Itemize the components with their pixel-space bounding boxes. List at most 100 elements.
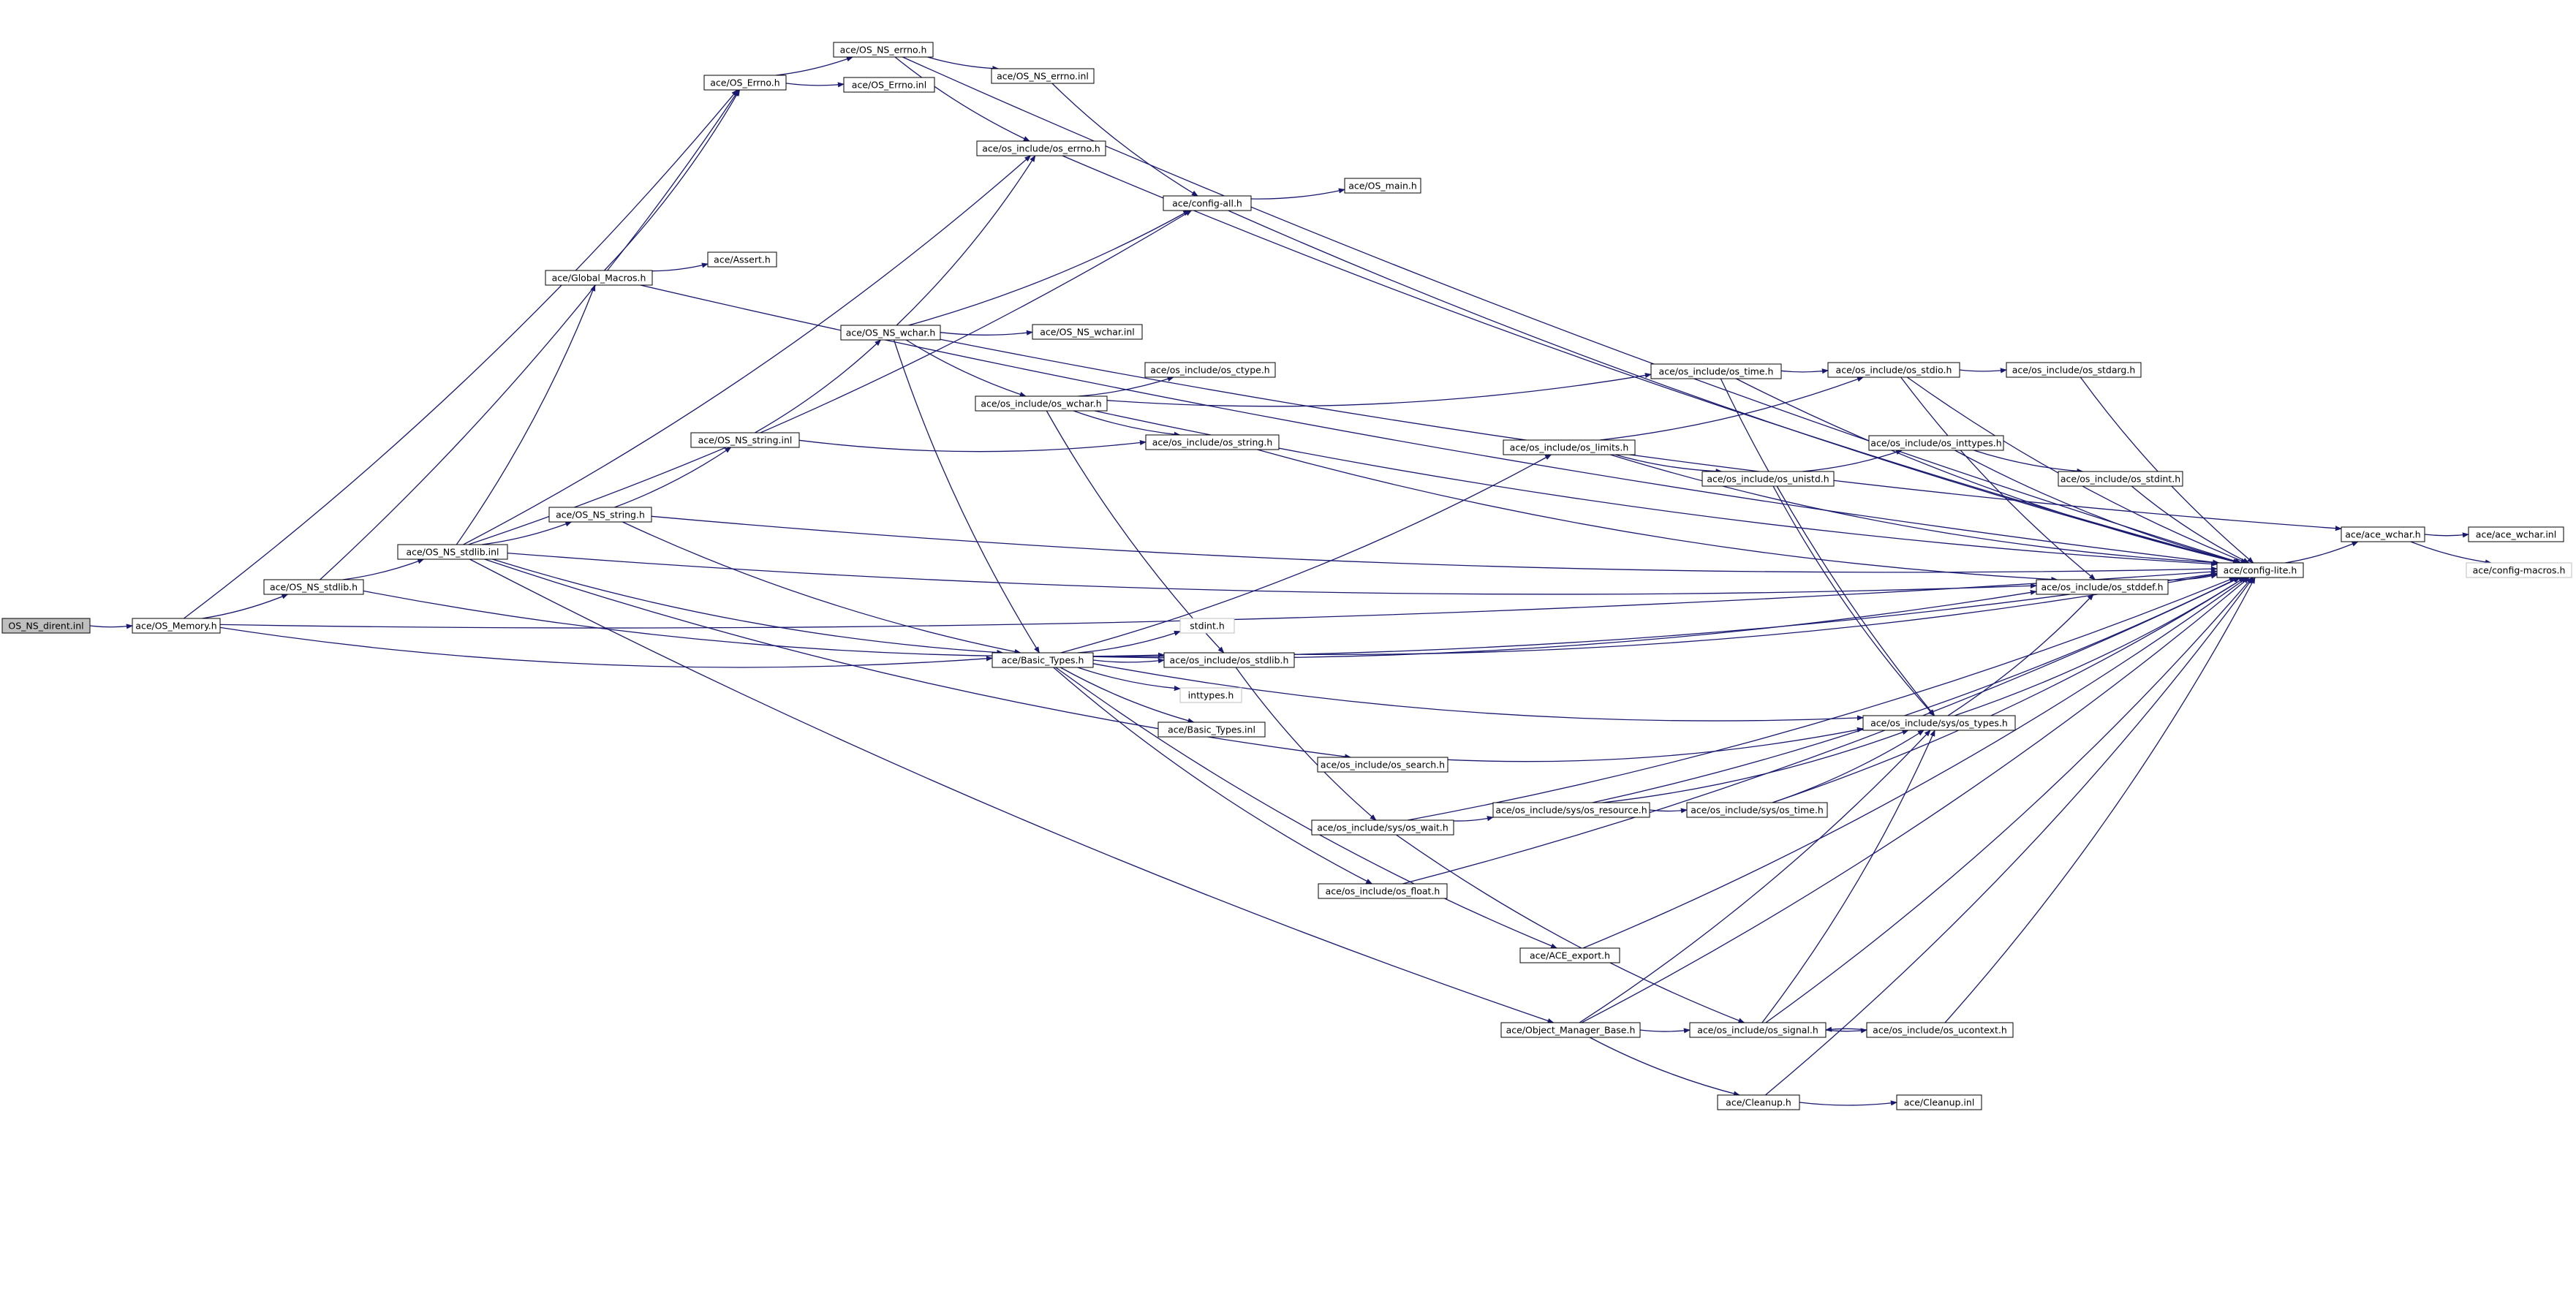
include-edge bbox=[651, 262, 709, 272]
include-edge bbox=[469, 558, 1555, 1023]
graph-node-nserrno-h[interactable]: ace/OS_NS_errno.h bbox=[833, 42, 934, 58]
graph-node-wchar-h[interactable]: ace/OS_NS_wchar.h bbox=[840, 325, 941, 341]
graph-node-os-string[interactable]: ace/os_include/os_string.h bbox=[1145, 434, 1280, 450]
include-edge bbox=[1073, 410, 1181, 437]
graph-node-cleanup-inl[interactable]: ace/Cleanup.inl bbox=[1896, 1094, 1982, 1110]
node-box bbox=[2036, 579, 2169, 595]
graph-node-ace-wchar-h[interactable]: ace/ace_wchar.h bbox=[2341, 526, 2425, 542]
include-edge bbox=[1761, 730, 1935, 1023]
include-edge bbox=[1092, 658, 1165, 664]
graph-node-sys-types[interactable]: ace/os_include/sys/os_types.h bbox=[1862, 715, 2016, 731]
graph-node-errno-h[interactable]: ace/OS_Errno.h bbox=[703, 75, 787, 91]
include-edge bbox=[468, 210, 1193, 545]
graph-node-config-all[interactable]: ace/config-all.h bbox=[1163, 195, 1252, 211]
graph-root-node[interactable]: OS_NS_dirent.inl bbox=[1, 618, 91, 634]
include-edge bbox=[1579, 730, 1931, 1023]
include-edge bbox=[1599, 376, 1864, 441]
graph-node-stdlib-h[interactable]: ace/OS_NS_stdlib.h bbox=[263, 579, 364, 595]
node-box bbox=[1896, 1094, 1982, 1110]
graph-node-os-limits[interactable]: ace/os_include/os_limits.h bbox=[1503, 439, 1636, 455]
include-edge bbox=[492, 558, 1004, 656]
include-edge bbox=[1581, 577, 2250, 1023]
graph-node-os-ctype[interactable]: ace/os_include/os_ctype.h bbox=[1144, 362, 1276, 378]
graph-node-string-inl[interactable]: ace/OS_NS_string.inl bbox=[690, 432, 800, 448]
graph-node-os-stdlib[interactable]: ace/os_include/os_stdlib.h bbox=[1163, 652, 1295, 668]
graph-node-os-signal[interactable]: ace/os_include/os_signal.h bbox=[1689, 1022, 1827, 1038]
include-edge bbox=[1078, 376, 1174, 397]
include-edge bbox=[1235, 667, 1377, 821]
graph-node-nserrno-inl[interactable]: ace/OS_NS_errno.inl bbox=[991, 68, 1095, 84]
graph-node-cleanup-h[interactable]: ace/Cleanup.h bbox=[1717, 1094, 1800, 1110]
include-edge bbox=[622, 521, 1021, 654]
node-label: ace/os_include/os_unistd.h bbox=[1707, 474, 1829, 485]
graph-node-os-time[interactable]: ace/os_include/os_time.h bbox=[1650, 363, 1782, 379]
node-label: ace/os_include/os_stdio.h bbox=[1836, 365, 1952, 376]
graph-node-basic-types[interactable]: ace/Basic_Types.h bbox=[992, 652, 1094, 668]
graph-node-string-h[interactable]: ace/OS_NS_string.h bbox=[548, 507, 652, 523]
graph-node-os-ucontext[interactable]: ace/os_include/os_ucontext.h bbox=[1866, 1022, 2014, 1038]
node-label: ace/OS_Errno.inl bbox=[852, 80, 926, 91]
node-label: ace/Global_Macros.h bbox=[552, 273, 646, 284]
node-label: ace/OS_Memory.h bbox=[135, 621, 216, 632]
graph-node-basic-inl[interactable]: ace/Basic_Types.inl bbox=[1157, 722, 1266, 738]
include-edge bbox=[1592, 577, 2240, 803]
include-edge bbox=[1053, 667, 1373, 885]
graph-node-os-float[interactable]: ace/os_include/os_float.h bbox=[1318, 883, 1448, 899]
include-edge bbox=[1772, 577, 2245, 803]
include-edge bbox=[1293, 572, 2218, 656]
include-edge bbox=[1589, 1037, 1740, 1097]
include-edge bbox=[1582, 577, 2248, 949]
include-edge bbox=[481, 521, 573, 545]
graph-node-sys-resource[interactable]: ace/os_include/sys/os_resource.h bbox=[1492, 802, 1650, 818]
graph-node-sys-time[interactable]: ace/os_include/sys/os_time.h bbox=[1686, 802, 1828, 818]
graph-node-os-search[interactable]: ace/os_include/os_search.h bbox=[1317, 757, 1448, 773]
include-edge bbox=[1615, 454, 1723, 474]
graph-node-os-main[interactable]: ace/OS_main.h bbox=[1344, 178, 1421, 194]
node-box bbox=[1032, 324, 1143, 340]
graph-node-os-unistd[interactable]: ace/os_include/os_unistd.h bbox=[1701, 471, 1835, 487]
node-label: ace/config-all.h bbox=[1172, 198, 1242, 209]
graph-node-memory-h[interactable]: ace/OS_Memory.h bbox=[132, 618, 221, 634]
graph-node-os-inttypes[interactable]: ace/os_include/os_inttypes.h bbox=[1868, 435, 2004, 451]
graph-node-global-mac[interactable]: ace/Global_Macros.h bbox=[545, 270, 653, 286]
node-label: ace/Cleanup.inl bbox=[1904, 1097, 1975, 1108]
node-label: ace/os_include/os_string.h bbox=[1152, 437, 1273, 448]
include-edge bbox=[1944, 577, 2256, 1023]
graph-node-os-stdio[interactable]: ace/os_include/os_stdio.h bbox=[1827, 362, 1960, 378]
graph-node-assert-h[interactable]: ace/Assert.h bbox=[707, 251, 777, 268]
graph-node-ace-wchar-inl[interactable]: ace/ace_wchar.inl bbox=[2468, 526, 2564, 542]
include-edge bbox=[1772, 485, 1935, 716]
graph-node-os-stdarg[interactable]: ace/os_include/os_stdarg.h bbox=[2006, 362, 2142, 378]
node-box bbox=[1163, 652, 1295, 668]
node-box bbox=[1179, 687, 1242, 703]
include-edge bbox=[1257, 449, 2058, 583]
include-edge bbox=[1799, 1100, 1897, 1106]
node-label: ace/os_include/os_float.h bbox=[1326, 886, 1440, 897]
include-edge bbox=[1250, 188, 1345, 200]
node-label: ace/Assert.h bbox=[714, 254, 771, 265]
graph-node-os-wchar[interactable]: ace/os_include/os_wchar.h bbox=[975, 395, 1108, 412]
node-label: ace/os_include/os_wchar.h bbox=[981, 398, 1101, 409]
node-label: ace/os_include/sys/os_types.h bbox=[1870, 718, 2008, 729]
graph-node-os-stdint[interactable]: ace/os_include/os_stdint.h bbox=[2058, 471, 2183, 487]
graph-node-sys-wait[interactable]: ace/os_include/sys/os_wait.h bbox=[1311, 819, 1454, 836]
node-box bbox=[2058, 471, 2183, 487]
graph-node-config-lite[interactable]: ace/config-lite.h bbox=[2216, 562, 2304, 578]
graph-node-wchar-inl[interactable]: ace/OS_NS_wchar.inl bbox=[1032, 324, 1143, 340]
graph-node-errno-inl[interactable]: ace/OS_Errno.inl bbox=[843, 77, 935, 93]
graph-node-os-errno[interactable]: ace/os_include/os_errno.h bbox=[976, 140, 1106, 156]
node-label: ace/os_include/os_stdint.h bbox=[2061, 474, 2180, 485]
include-edge bbox=[894, 56, 1030, 142]
graph-node-ace-export[interactable]: ace/ACE_export.h bbox=[1519, 947, 1620, 963]
node-label: ace/os_include/sys/os_wait.h bbox=[1317, 822, 1448, 833]
graph-node-obj-mgr[interactable]: ace/Object_Manager_Base.h bbox=[1500, 1022, 1641, 1038]
include-edge bbox=[507, 552, 2037, 595]
include-edge bbox=[755, 339, 882, 433]
node-box bbox=[1179, 618, 1235, 634]
node-box bbox=[1, 618, 91, 634]
include-edge bbox=[1055, 667, 1558, 949]
node-label: ace/OS_NS_wchar.inl bbox=[1040, 327, 1135, 338]
graph-node-stdlib-inl[interactable]: ace/OS_NS_stdlib.inl bbox=[397, 544, 508, 560]
graph-node-os-stddef[interactable]: ace/os_include/os_stddef.h bbox=[2036, 579, 2169, 595]
node-label: ace/Basic_Types.inl bbox=[1168, 724, 1255, 735]
